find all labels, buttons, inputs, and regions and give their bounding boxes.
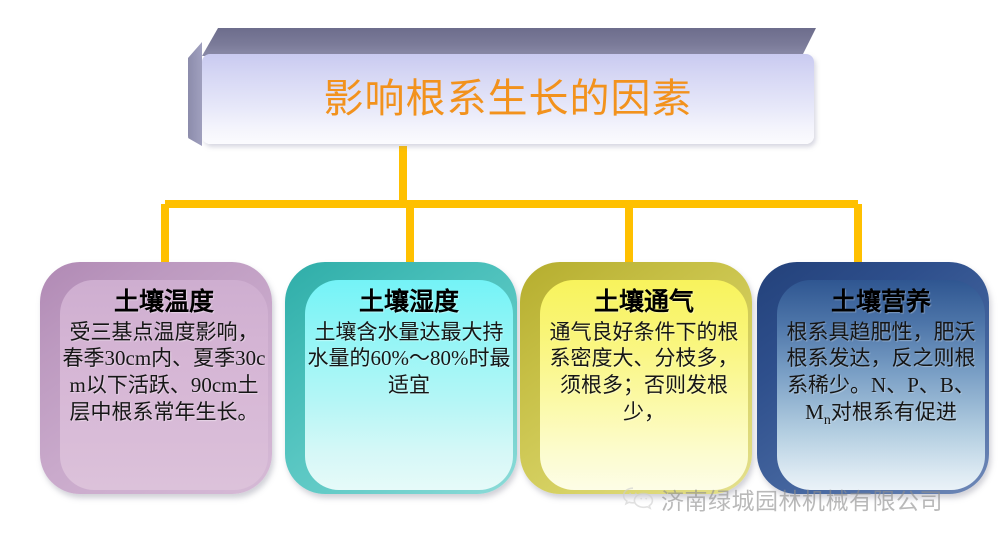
page-title: 影响根系生长的因素: [323, 76, 693, 121]
title-box-top-face: [202, 28, 816, 56]
title-box-front-face: 影响根系生长的因素: [202, 54, 814, 144]
node-title: 土壤营养: [830, 289, 931, 316]
node-soil-nutrition: 土壤营养 根系具趋肥性，肥沃根系发达，反之则根系稀少。N、P、B、Mn对根系有促…: [757, 262, 989, 494]
node-title: 土壤温度: [113, 289, 214, 316]
node-face: 土壤温度 受三基点温度影响，春季30cm内、夏季30cm以下活跃、90cm土层中…: [60, 280, 268, 490]
node-body-part2: 对根系有促进: [830, 400, 957, 425]
node-body-part1: 根系具趋肥性，肥沃根系发达，反之则根系稀少。N、P、B、M: [786, 319, 976, 425]
node-face: 土壤营养 根系具趋肥性，肥沃根系发达，反之则根系稀少。N、P、B、Mn对根系有促…: [777, 280, 985, 490]
node-body: 根系具趋肥性，肥沃根系发达，反之则根系稀少。N、P、B、Mn对根系有促进: [777, 319, 985, 431]
node-face: 土壤通气 通气良好条件下的根系密度大、分枝多，须根多；否则发根少，: [540, 280, 748, 490]
node-body-subscript: n: [823, 413, 831, 429]
node-soil-aeration: 土壤通气 通气良好条件下的根系密度大、分枝多，须根多；否则发根少，: [520, 262, 752, 494]
node-body: 通气良好条件下的根系密度大、分枝多，须根多；否则发根少，: [549, 319, 739, 425]
node-body: 受三基点温度影响，春季30cm内、夏季30cm以下活跃、90cm土层中根系常年生…: [62, 319, 266, 425]
node-face: 土壤湿度 土壤含水量达最大持水量的60%～80%时最适宜: [305, 280, 513, 490]
node-title: 土壤湿度: [358, 289, 459, 316]
title-block: 影响根系生长的因素: [188, 28, 816, 146]
node-body: 土壤含水量达最大持水量的60%～80%时最适宜: [307, 319, 511, 398]
node-soil-temperature: 土壤温度 受三基点温度影响，春季30cm内、夏季30cm以下活跃、90cm土层中…: [40, 262, 272, 494]
node-title: 土壤通气: [593, 289, 694, 316]
node-soil-moisture: 土壤湿度 土壤含水量达最大持水量的60%～80%时最适宜: [285, 262, 517, 494]
